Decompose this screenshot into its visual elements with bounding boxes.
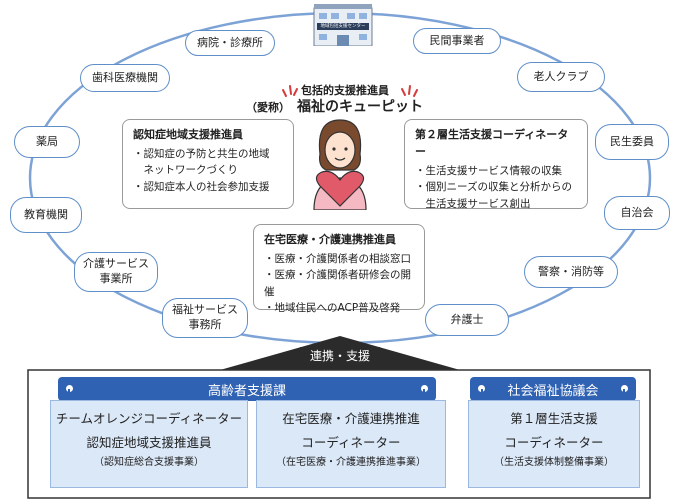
box-line: チームオレンジコーディネーター — [55, 411, 243, 426]
card-coordinator2-title: 第２層生活支援コーディネーター — [415, 128, 569, 159]
box-homecare-coordinator: 在宅医療・介護連携推進 コーディネーター （在宅医療・介護連携推進事業） — [256, 400, 446, 488]
node-education: 教育機関 — [10, 197, 82, 233]
bar-dot — [478, 385, 485, 392]
node-elderly-club: 老人クラブ — [517, 62, 605, 92]
node-lawyer: 弁護士 — [425, 304, 509, 336]
card-coordinator2-item: ・個別ニーズの収集と分析からの 生活支援サービス創出 — [415, 181, 572, 210]
sparkle-icon — [282, 85, 418, 97]
bottom-frame — [27, 369, 651, 499]
card-coordinator2-item: ・生活支援サービス情報の収集 — [415, 165, 562, 178]
nickname-label: （愛称） — [246, 101, 290, 114]
bar-dot — [421, 385, 428, 392]
box-line: 在宅医療・介護連携推進 — [282, 411, 420, 426]
box-note: （認知症総合支援事業） — [94, 456, 204, 468]
box-note: （生活支援体制整備事業） — [494, 456, 614, 468]
node-private: 民間事業者 — [413, 28, 501, 54]
person-with-heart-icon — [313, 119, 367, 210]
link-label: 連携・支援 — [300, 347, 380, 364]
role-title: 包括的支援推進員 — [301, 84, 389, 97]
node-neighborhood: 自治会 — [604, 196, 670, 230]
box-line: 第１層生活支援 — [510, 411, 598, 426]
node-welfare-office: 福祉サービス 事務所 — [162, 298, 248, 338]
bar-dot — [66, 385, 73, 392]
dept-a-bar: 高齢者支援課 — [58, 377, 436, 401]
card-homecare-item: ・地域住民へのACP普及啓発 — [264, 301, 401, 314]
nickname: 福祉のキューピット — [297, 99, 423, 115]
card-dementia-title: 認知症地域支援推進員 — [133, 128, 243, 141]
node-dental: 歯科医療機関 — [80, 64, 170, 92]
card-dementia: 認知症地域支援推進員 ・認知症の予防と共生の地域 ネットワークづくり ・認知症本… — [122, 119, 294, 209]
card-homecare-item: ・医療・介護関係者研修会の開催 — [264, 269, 411, 298]
card-dementia-item: ・認知症の予防と共生の地域 ネットワークづくり — [133, 148, 270, 177]
box-team-orange: チームオレンジコーディネーター 認知症地域支援推進員 （認知症総合支援事業） — [50, 400, 248, 488]
node-care-office: 介護サービス 事業所 — [74, 252, 158, 292]
card-homecare: 在宅医療・介護連携推進員 ・医療・介護関係者の相談窓口 ・医療・介護関係者研修会… — [253, 224, 425, 314]
dept-b-bar: 社会福祉協議会 — [470, 377, 636, 401]
box-line: コーディネーター — [504, 434, 604, 450]
dept-b-label: 社会福祉協議会 — [507, 383, 599, 399]
card-coordinator2: 第２層生活支援コーディネーター ・生活支援サービス情報の収集 ・個別ニーズの収集… — [404, 119, 588, 210]
dept-a-label: 高齢者支援課 — [207, 383, 286, 399]
box-note: （在宅医療・介護連携推進事業） — [276, 456, 426, 468]
building-sign: 地域包括支援センター — [320, 24, 366, 29]
card-homecare-item: ・医療・介護関係者の相談窓口 — [264, 253, 411, 266]
node-police-fire: 警察・消防等 — [524, 256, 618, 288]
card-homecare-title: 在宅医療・介護連携推進員 — [264, 233, 396, 246]
box-line: コーディネーター — [301, 434, 401, 450]
box-line: 認知症地域支援推進員 — [86, 434, 212, 450]
node-pharmacy: 薬局 — [14, 126, 80, 158]
card-dementia-item: ・認知症本人の社会参加支援 — [133, 180, 270, 193]
bar-dot — [621, 385, 628, 392]
box-coordinator1: 第１層生活支援 コーディネーター （生活支援体制整備事業） — [468, 400, 640, 488]
node-welfare-commissioner: 民生委員 — [595, 124, 669, 160]
node-hospital: 病院・診療所 — [185, 30, 275, 56]
building-icon — [313, 4, 373, 46]
